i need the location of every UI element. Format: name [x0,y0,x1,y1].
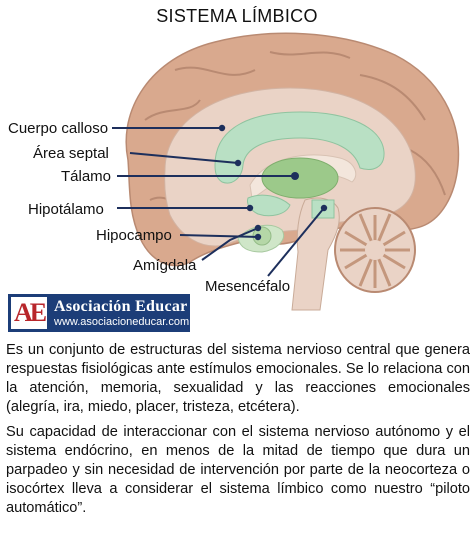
label-hipocampo: Hipocampo [96,227,172,244]
logo-website: www.asociacioneducar.com [54,315,190,328]
paragraph-definition: Es un conjunto de estructuras del sistem… [6,342,471,415]
logo-mark: AE [11,297,47,329]
label-amigdala: Amígdala [133,257,197,274]
label-cuerpo-calloso: Cuerpo calloso [8,120,108,137]
pointer-hipocampo [179,234,259,238]
label-talamo: Tálamo [61,168,111,185]
pointer-mesencefalo [267,207,325,277]
mesencefalo-shape [291,197,340,311]
page-title: SISTEMA LÍMBICO [156,6,318,26]
logo-name: Asociación Educar [54,297,188,315]
cuerpo-calloso-shape [214,111,385,184]
asociacion-educar-logo: AE Asociación Educar www.asociacioneduca… [8,294,190,332]
cerebellum [334,207,416,293]
pointer-area-septal [129,152,239,164]
label-mesencefalo: Mesencéfalo [205,278,290,295]
pointer-amigdala [201,227,259,261]
paragraph-autopilot: Su capacidad de interaccionar con el sis… [6,424,470,516]
label-hipotalamo: Hipotálamo [28,201,104,218]
brain-diagram: Cuerpo calloso Área septal Tálamo Hipotá… [8,32,460,311]
label-area-septal: Área septal [33,145,109,162]
talamo-shape [261,157,339,199]
